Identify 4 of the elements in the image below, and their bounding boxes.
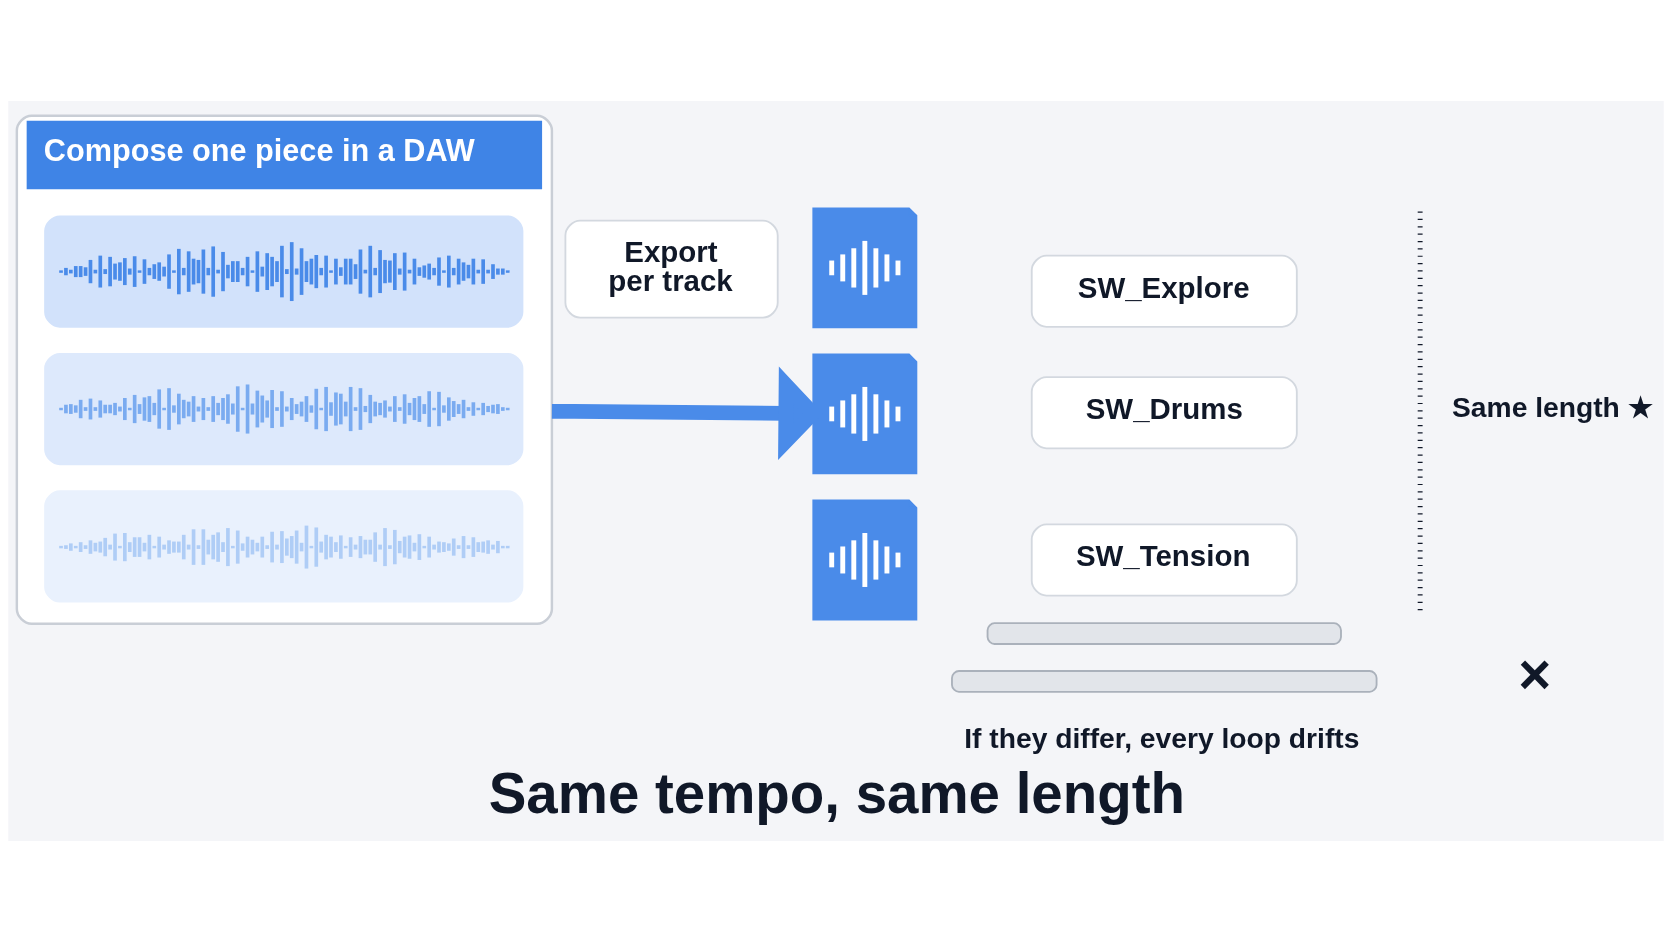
label: If they differ, every loop drifts xyxy=(964,721,1360,754)
label: Same length ★ xyxy=(1452,390,1653,423)
diagram-title: Same tempo, same length xyxy=(488,761,1185,825)
label: × xyxy=(1518,642,1552,706)
